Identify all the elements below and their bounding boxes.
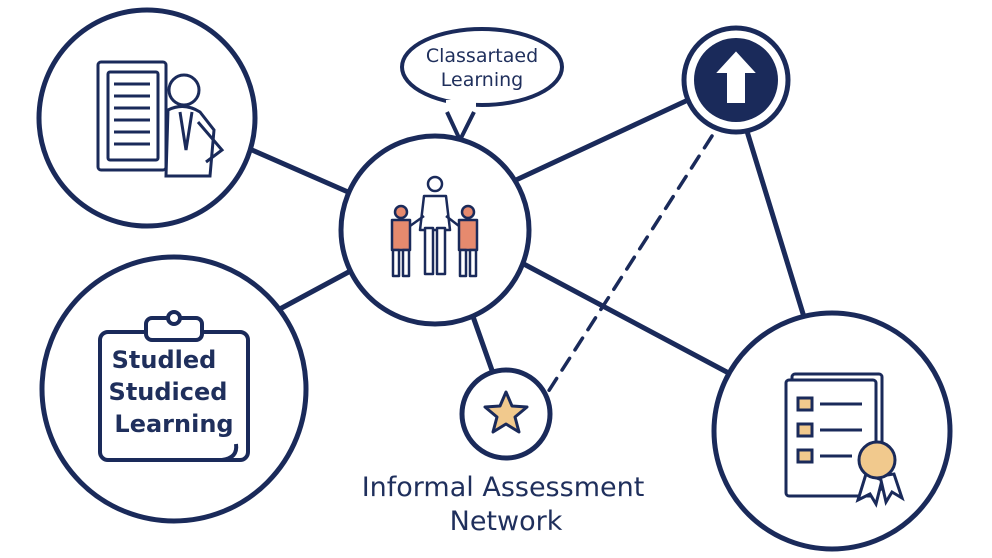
connector-left-bottom xyxy=(275,265,359,313)
speech-bubble: Classartaed Learning xyxy=(400,27,564,142)
speech-bubble-text-2: Learning xyxy=(441,69,524,91)
teacher-students-icon xyxy=(390,175,479,278)
connector-star xyxy=(467,305,497,379)
clipboard-node: Studled Studiced Learning xyxy=(39,254,309,524)
diagram-title-line-2: Network xyxy=(450,506,563,537)
clipboard-text-3: Learning xyxy=(114,410,233,438)
diagram-title-line-1: Informal Assessment xyxy=(362,472,645,503)
star-node[interactable] xyxy=(459,367,553,461)
clipboard-icon xyxy=(98,310,250,462)
connector-left-top xyxy=(249,147,351,195)
connector-right-bottom xyxy=(517,259,741,381)
clipboard-text-1: Studled xyxy=(112,346,217,374)
report-badge-icon xyxy=(784,372,905,508)
star-icon[interactable] xyxy=(483,390,529,434)
upload-node[interactable] xyxy=(681,25,791,135)
teacher-node xyxy=(36,7,258,229)
speech-bubble-text-1: Classartaed xyxy=(426,45,538,67)
report-node xyxy=(711,310,953,552)
connector-dashed xyxy=(546,134,714,394)
center-node xyxy=(338,133,532,327)
connector-arrow-report xyxy=(743,125,811,333)
teacher-document-icon xyxy=(96,60,225,178)
connectors xyxy=(249,97,811,394)
clipboard-text-2: Studiced xyxy=(109,378,228,406)
connector-right-top xyxy=(513,97,691,183)
